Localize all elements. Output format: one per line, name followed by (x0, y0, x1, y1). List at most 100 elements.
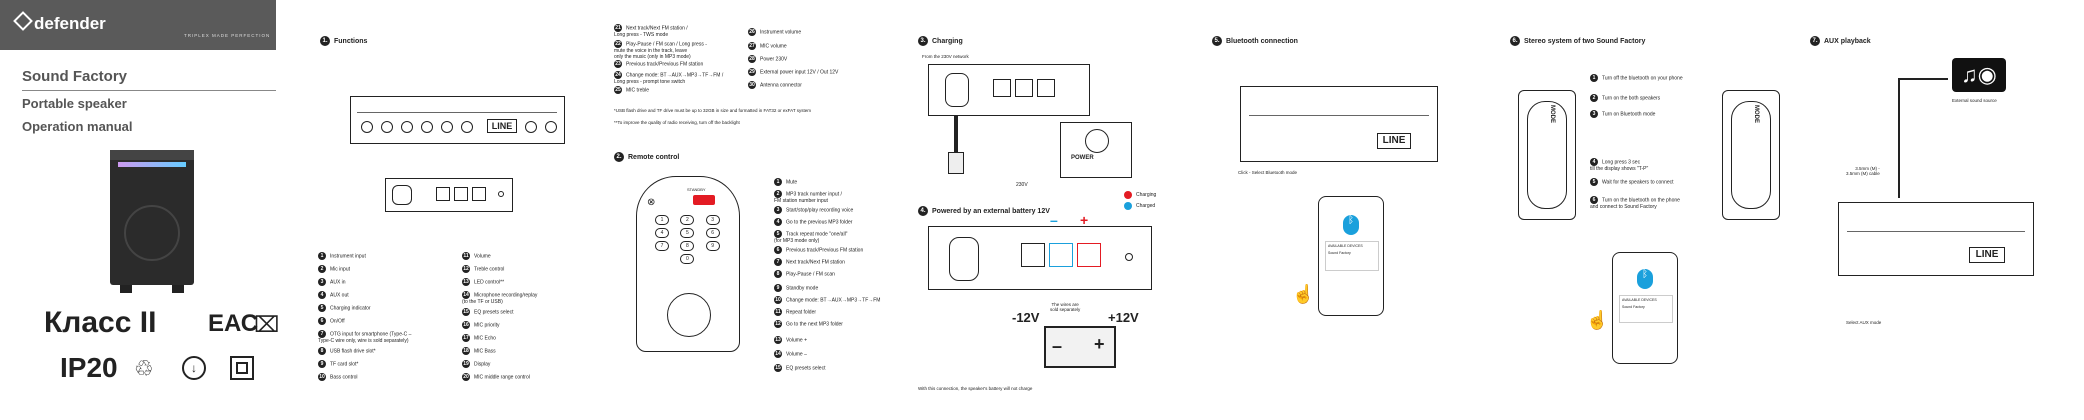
standby-label: STANDBY (687, 187, 706, 192)
remote-key[interactable]: 8 (680, 241, 695, 251)
aux-cable (1898, 78, 1900, 198)
product-type: Portable speaker (22, 96, 127, 111)
mute-icon: ⊗ (647, 197, 656, 208)
minus-icon: – (1050, 212, 1058, 228)
remote-title: Remote control (628, 153, 680, 161)
rear-panel-diagram (385, 178, 513, 212)
functions-title: Functions (334, 37, 368, 45)
voltage-230: 230V (1016, 182, 1028, 188)
speaker-image (110, 150, 194, 293)
remote-key[interactable]: 9 (705, 241, 720, 251)
plus-icon: + (1080, 212, 1089, 228)
product-title: Sound Factory (22, 68, 128, 85)
music-icon: ♫◉ (1952, 58, 2006, 92)
remote-key[interactable]: 0 (680, 254, 695, 264)
cable-label: 3.5mm (M) - 3.5mm (M) cable (1846, 166, 1880, 176)
top-panel-aux: LINE (1838, 202, 2034, 276)
phone-device[interactable]: Sound Factory (1328, 251, 1351, 255)
speaker-left: MODE (1518, 90, 1576, 220)
battery-title: Powered by an external battery 12V (932, 207, 1050, 215)
remote-key[interactable]: 6 (705, 228, 720, 238)
remote-key[interactable]: 2 (680, 215, 695, 225)
remote-dpad[interactable] (667, 293, 711, 337)
battery-icon: – + (1044, 326, 1116, 368)
power-cable-icon (954, 116, 958, 156)
panel-display: LINE (1377, 133, 1411, 149)
minus-voltage: -12V (1012, 310, 1040, 325)
double-insulation-icon (230, 356, 254, 380)
external-source-label: External sound source (1952, 98, 1997, 103)
stereo-title: Stereo system of two Sound Factory (1524, 37, 1646, 45)
mode-label: MODE (1753, 105, 1759, 123)
brand-bar: defender TRIPLEX MADE PERFECTION (0, 0, 276, 50)
document-type: Operation manual (22, 119, 133, 134)
remote-key[interactable]: 3 (705, 215, 720, 225)
battery-heading: 4.Powered by an external battery 12V (918, 206, 1050, 216)
phone-device[interactable]: Sound Factory (1622, 305, 1645, 309)
remote-key[interactable]: 7 (655, 241, 669, 251)
wires-note: The wires are sold separately (1050, 302, 1081, 312)
charging-from: From the 230V network (922, 54, 969, 59)
remote-control-diagram: STANDBY ⊗ 1 2 3 4 5 6 7 8 9 0 (636, 176, 740, 352)
aux-select-note: Select AUX mode (1846, 320, 1882, 325)
remote-key[interactable]: 4 (655, 228, 669, 238)
battery-note: With this connection, the speaker's batt… (918, 386, 1033, 391)
plus-voltage: +12V (1108, 310, 1139, 325)
ip-rating: IP20 (60, 352, 118, 383)
aux-cable (1900, 78, 1948, 80)
rear-panel-charging (928, 64, 1090, 116)
status-charging: Charging (1136, 192, 1157, 198)
brand-logo-icon (13, 11, 33, 31)
aux-title: AUX playback (1824, 37, 1871, 45)
functions-note-radio: **To improve the quality of radio receiv… (614, 120, 740, 125)
panel-display: LINE (1969, 247, 2005, 263)
remote-key[interactable]: 5 (680, 228, 695, 238)
phone-available-devices: AVAILABLE DEVICES (1328, 244, 1363, 248)
top-panel-diagram: LINE (350, 96, 565, 144)
eac-mark: ЕАС (208, 310, 259, 337)
hand-pointer-icon: ☝ (1586, 310, 1609, 330)
panel-display: LINE (487, 119, 517, 133)
remote-key[interactable]: 1 (655, 215, 669, 225)
bluetooth-click-note: Click - Select Bluetooth mode (1238, 170, 1298, 175)
